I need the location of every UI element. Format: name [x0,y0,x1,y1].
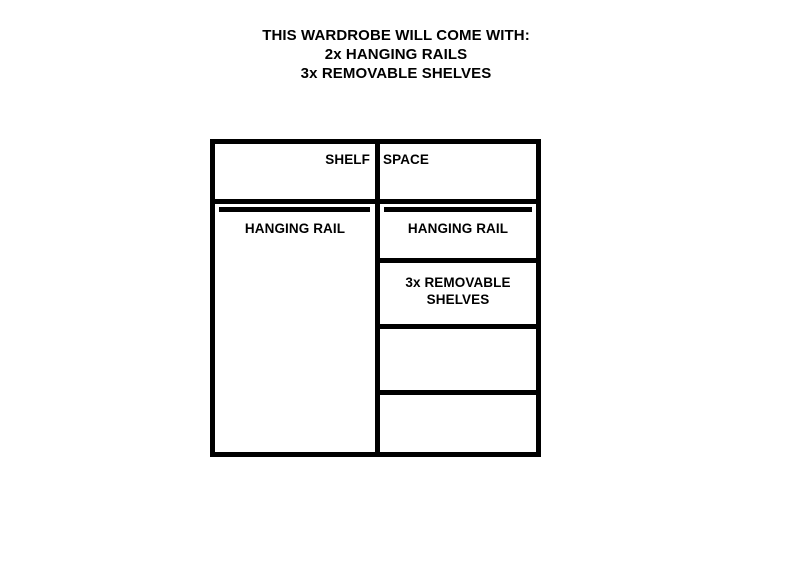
heading-line-3: 3x REMOVABLE SHELVES [300,65,492,82]
shelf-divider [215,199,536,204]
removable-shelf-divider-2 [380,324,536,329]
removable-shelf-divider-3 [380,390,536,395]
label-hanging-rail-right: HANGING RAIL [407,221,509,236]
removable-shelf-divider-1 [380,258,536,263]
label-hanging-rail-left: HANGING RAIL [244,221,346,236]
wardrobe-interior: SHELF SPACE HANGING RAIL HANGING RAIL 3x… [215,144,536,452]
heading-line-1: THIS WARDROBE WILL COME WITH: [262,27,530,44]
hanging-rail-bar-right [384,207,532,212]
label-removable-shelves: 3x REMOVABLE SHELVES [405,275,511,307]
label-shelf: SHELF [325,152,370,167]
heading-line-2: 2x HANGING RAILS [324,46,468,63]
label-space: SPACE [383,152,430,167]
heading-block: THIS WARDROBE WILL COME WITH: 2x HANGING… [0,26,792,83]
hanging-rail-bar-left [219,207,370,212]
wardrobe-diagram: SHELF SPACE HANGING RAIL HANGING RAIL 3x… [210,139,541,457]
vertical-divider [375,144,380,452]
